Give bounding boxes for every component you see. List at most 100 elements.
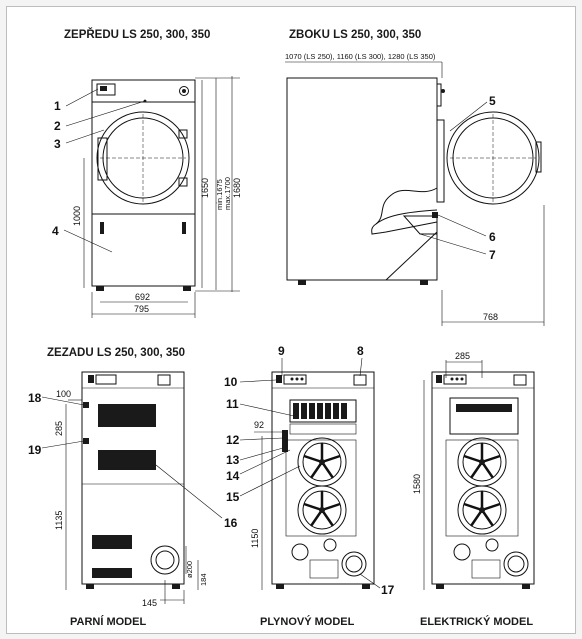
callout-13: 13 bbox=[226, 453, 240, 467]
side-foot-left bbox=[298, 280, 306, 285]
front-dim-min: min.1675 bbox=[215, 179, 224, 210]
gas-burner-4 bbox=[317, 403, 323, 419]
gas-dim-1150: 1150 bbox=[250, 529, 260, 548]
steam-foot-right bbox=[172, 584, 180, 589]
gas-fan-upper-hub bbox=[319, 459, 325, 465]
callout-2: 2 bbox=[54, 119, 61, 133]
electric-fan-lower-spokes bbox=[463, 491, 501, 527]
heading-rear: ZEZADU LS 250, 300, 350 bbox=[47, 347, 185, 359]
caption-electric: ELEKTRICKÝ MODEL bbox=[420, 615, 533, 628]
callout-9: 9 bbox=[278, 344, 285, 358]
gas-burner-tray bbox=[289, 423, 357, 435]
leader-16 bbox=[155, 464, 223, 519]
front-lock-right bbox=[182, 222, 186, 234]
gas-exhaust-outer bbox=[341, 551, 367, 577]
gas-exhaust-inner bbox=[345, 555, 363, 573]
gas-terminal-3 bbox=[300, 377, 304, 381]
leader-13 bbox=[239, 447, 284, 461]
gas-burner-3 bbox=[309, 403, 315, 419]
leader-15 bbox=[239, 465, 301, 497]
leader-12 bbox=[239, 437, 284, 441]
leader-6 bbox=[437, 214, 487, 237]
steam-connection-box bbox=[95, 374, 117, 385]
leader-3 bbox=[65, 129, 105, 144]
leader-19 bbox=[41, 440, 85, 449]
gas-dim-92: 92 bbox=[254, 420, 264, 430]
gas-valve bbox=[282, 430, 288, 452]
caption-steam: PARNÍ MODEL bbox=[70, 615, 146, 628]
steam-vent-bottom bbox=[92, 568, 132, 578]
callout-3: 3 bbox=[54, 137, 61, 151]
electric-cover bbox=[513, 374, 527, 386]
gas-foot-left bbox=[276, 584, 284, 589]
gas-burner-2 bbox=[301, 403, 307, 419]
electric-motor bbox=[453, 543, 471, 561]
leader-14 bbox=[239, 449, 291, 475]
electric-fan-upper-spokes bbox=[463, 443, 501, 479]
gas-burner-7 bbox=[341, 403, 347, 419]
electric-fan-upper-hub bbox=[479, 459, 485, 465]
electric-foot-left bbox=[436, 584, 444, 589]
electric-dim-285: 285 bbox=[455, 351, 470, 361]
side-lint-catch bbox=[432, 212, 438, 218]
electric-pulley bbox=[485, 538, 499, 552]
front-dim-795: 795 bbox=[134, 304, 149, 314]
callout-11: 11 bbox=[226, 397, 239, 411]
side-cabinet bbox=[286, 77, 438, 281]
front-hinge-bottom bbox=[178, 177, 188, 187]
front-knob bbox=[179, 86, 189, 96]
electric-drum-frame bbox=[445, 439, 519, 537]
leader-10 bbox=[239, 379, 277, 383]
gas-cabinet bbox=[271, 371, 375, 585]
steam-dim-100: 100 bbox=[56, 389, 71, 399]
front-cabinet bbox=[91, 79, 196, 287]
front-dim-max: max.1700 bbox=[223, 177, 232, 210]
callout-1: 1 bbox=[54, 99, 61, 113]
callout-12: 12 bbox=[226, 433, 240, 447]
leader-2 bbox=[65, 100, 146, 127]
gas-fan-upper-spokes bbox=[303, 443, 341, 479]
side-cutaway-edge bbox=[375, 209, 438, 225]
gas-pulley bbox=[323, 538, 337, 552]
front-hinge-top bbox=[178, 129, 188, 139]
gas-connection-box bbox=[283, 374, 307, 385]
gas-cover bbox=[353, 374, 367, 386]
steam-inlet-18 bbox=[83, 402, 89, 408]
front-knob-center bbox=[182, 89, 186, 93]
side-door-profile bbox=[436, 119, 445, 203]
callout-7: 7 bbox=[489, 248, 496, 262]
leader-5 bbox=[449, 101, 488, 132]
front-door-handle bbox=[97, 137, 108, 181]
electric-base-panel bbox=[471, 559, 501, 579]
side-door-handle bbox=[535, 141, 542, 173]
callout-19: 19 bbox=[28, 443, 42, 457]
leader-17 bbox=[359, 573, 381, 589]
side-width-note: 1070 (LS 250), 1160 (LS 300), 1280 (LS 3… bbox=[285, 52, 436, 61]
front-dim-1680: 1680 bbox=[232, 178, 242, 198]
steam-dim-200: ø200 bbox=[185, 561, 194, 578]
callout-10: 10 bbox=[224, 375, 238, 389]
gas-burner-1 bbox=[293, 403, 299, 419]
electric-fan-lower-hub bbox=[479, 507, 485, 513]
electric-terminal-3 bbox=[460, 377, 464, 381]
callout-6: 6 bbox=[489, 230, 496, 244]
callout-15: 15 bbox=[226, 490, 240, 504]
gas-terminal-2 bbox=[295, 377, 299, 381]
side-control-box bbox=[436, 83, 442, 107]
gas-burner-5 bbox=[325, 403, 331, 419]
steam-cabinet bbox=[81, 371, 185, 585]
callout-14: 14 bbox=[226, 469, 240, 483]
side-knob bbox=[441, 89, 445, 93]
steam-foot-left bbox=[86, 584, 94, 589]
electric-exhaust-outer bbox=[503, 551, 529, 577]
front-lock-left bbox=[100, 222, 104, 234]
steam-inlet-19 bbox=[83, 438, 89, 444]
electric-switch bbox=[436, 375, 442, 383]
gas-terminal-1 bbox=[290, 377, 294, 381]
electric-fan-lower-outer bbox=[457, 485, 507, 535]
front-foot-right bbox=[183, 286, 191, 291]
callout-8: 8 bbox=[357, 344, 364, 358]
side-foot-right bbox=[420, 280, 428, 285]
callout-18: 18 bbox=[28, 391, 42, 405]
